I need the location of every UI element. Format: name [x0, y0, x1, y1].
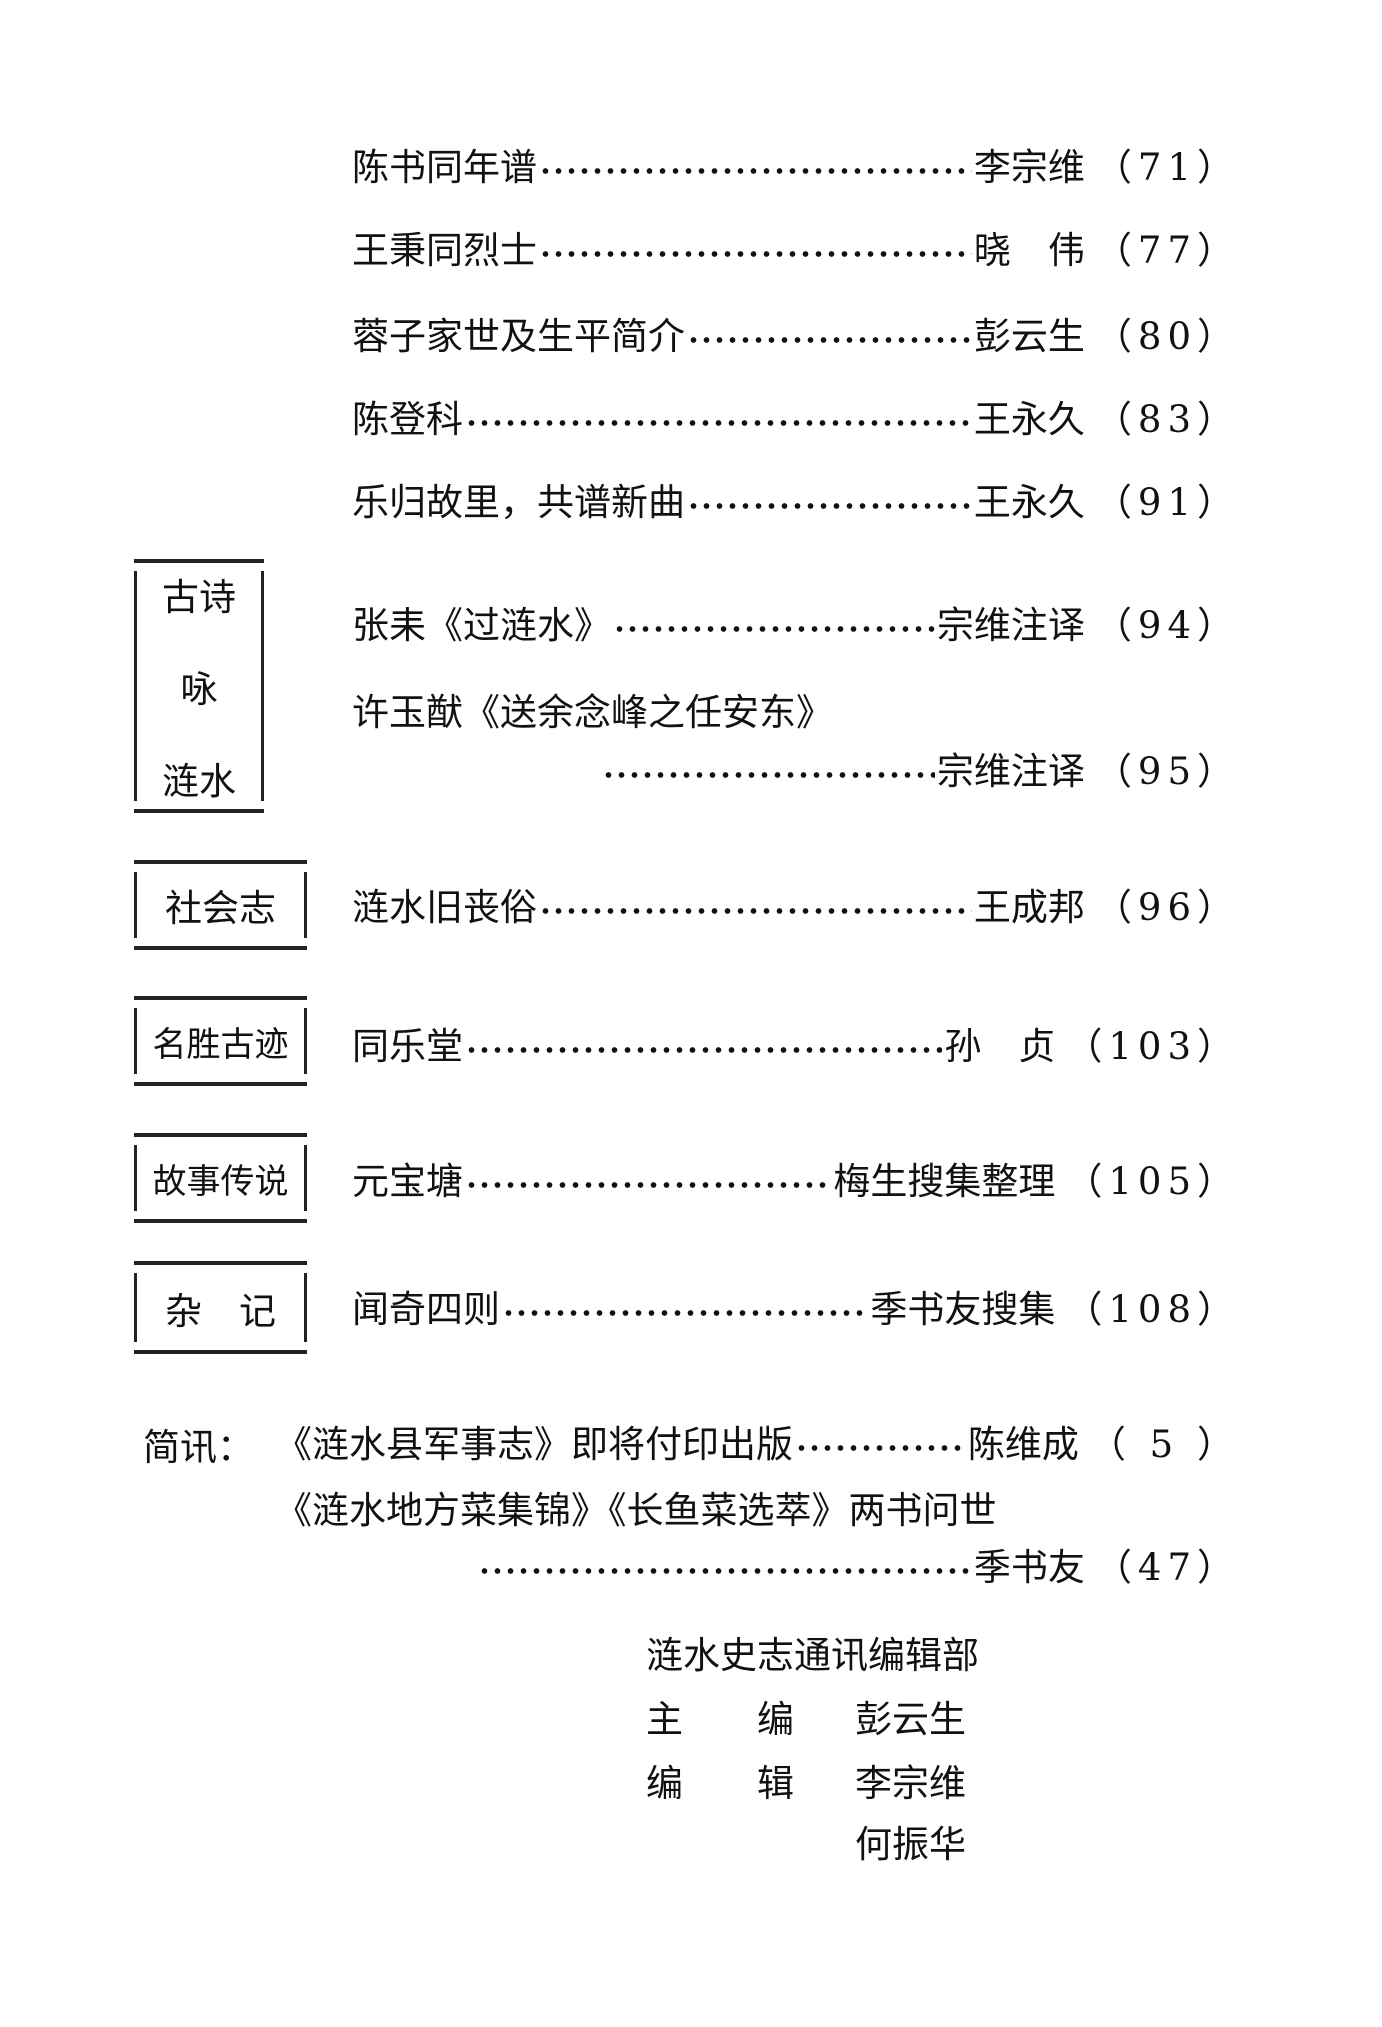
section-label-line: 古诗	[162, 576, 236, 619]
section-label-gushichuanshuo: 故事传说	[134, 1133, 307, 1223]
entry-author: 季书友	[973, 1546, 1085, 1589]
leader-dots	[602, 771, 935, 779]
section-label-mingsheng: 名胜古迹	[134, 996, 307, 1086]
entry-title: 《涟水地方菜集锦》《长鱼菜选萃》两书问世	[275, 1489, 997, 1532]
section-label-text: 杂 记	[165, 1289, 276, 1333]
entry-title: 《涟水县军事志》即将付印出版	[275, 1423, 793, 1466]
entry-page: （80）	[1094, 315, 1240, 358]
leader-dots	[478, 1567, 972, 1575]
entry-title: 张耒《过涟水》	[352, 604, 611, 647]
toc-entry: 乐归故里，共谱新曲 王永久（91）	[352, 475, 1240, 524]
leader-dots	[539, 907, 972, 915]
entry-title: 乐归故里，共谱新曲	[352, 481, 685, 524]
editors-label: 编 辑	[646, 1762, 794, 1805]
entry-title: 涟水旧丧俗	[352, 886, 537, 929]
toc-entry: 宗维注译（95）	[600, 744, 1240, 793]
toc-entry: 元宝塘 梅生搜集整理（105）	[352, 1154, 1240, 1203]
leader-dots	[795, 1444, 966, 1452]
leader-dots	[465, 1046, 943, 1054]
section-label-line: 涟水	[162, 760, 236, 803]
brief-entry: 《涟水县军事志》即将付印出版 陈维成（ 5 ）	[275, 1417, 1240, 1466]
entry-title: 王秉同烈士	[352, 229, 537, 272]
entry-author: 彭云生	[973, 315, 1085, 358]
entry-title: 陈书同年谱	[352, 146, 537, 189]
section-label-shehui: 社会志	[134, 860, 307, 950]
section-label-gushi: 古诗 咏 涟水	[134, 559, 264, 813]
brief-entry: 季书友（47）	[476, 1540, 1240, 1589]
leader-dots	[687, 336, 972, 344]
chief-editor-name: 彭云生	[855, 1698, 966, 1741]
leader-dots	[465, 419, 972, 427]
entry-title: 元宝塘	[352, 1160, 463, 1203]
briefs-label: 简讯：	[143, 1426, 254, 1469]
entry-author: 梅生搜集整理	[833, 1160, 1056, 1203]
leader-dots	[539, 167, 972, 175]
toc-entry: 张耒《过涟水》 宗维注译（94）	[352, 598, 1240, 647]
entry-page: （77）	[1094, 229, 1240, 272]
entry-title: 许玉猷《送余念峰之任安东》	[352, 691, 833, 734]
toc-entry: 陈书同年谱 李宗维（71）	[352, 140, 1240, 189]
entry-page: （ 5 ）	[1088, 1423, 1240, 1466]
section-label-text: 社会志	[165, 887, 276, 930]
entry-author: 李宗维	[973, 146, 1085, 189]
leader-dots	[687, 502, 972, 510]
entry-page: （95）	[1094, 750, 1240, 793]
entry-page: （108）	[1065, 1288, 1240, 1331]
leader-dots	[465, 1181, 832, 1189]
toc-entry: 王秉同烈士 晓 伟（77）	[352, 223, 1240, 272]
entry-page: （96）	[1094, 886, 1240, 929]
leader-dots	[539, 250, 972, 258]
toc-entry: 涟水旧丧俗 王成邦（96）	[352, 880, 1240, 929]
entry-page: （94）	[1094, 604, 1240, 647]
toc-entry: 陈登科 王永久（83）	[352, 392, 1240, 441]
entry-title: 同乐堂	[352, 1025, 463, 1068]
entry-page: （71）	[1094, 146, 1240, 189]
entry-page: （105）	[1065, 1160, 1240, 1203]
entry-author: 王永久	[973, 481, 1085, 524]
section-label-line: 咏	[180, 668, 218, 711]
entry-page: （83）	[1094, 398, 1240, 441]
entry-title: 闻奇四则	[352, 1288, 500, 1331]
entry-page: （91）	[1094, 481, 1240, 524]
section-label-text: 故事传说	[152, 1161, 289, 1202]
entry-author: 晓 伟	[973, 229, 1085, 272]
toc-entry: 蓉子家世及生平简介 彭云生（80）	[352, 309, 1240, 358]
entry-page: （47）	[1094, 1546, 1240, 1589]
editorial-department: 涟水史志通讯编辑部	[646, 1634, 979, 1677]
entry-author: 季书友搜集	[870, 1288, 1056, 1331]
entry-author: 孙 贞	[944, 1025, 1056, 1068]
section-label-zaji: 杂 记	[134, 1261, 307, 1354]
editor-name: 何振华	[855, 1823, 966, 1866]
editor-name: 李宗维	[855, 1762, 966, 1805]
entry-author: 宗维注译	[936, 750, 1085, 793]
entry-author: 陈维成	[967, 1423, 1079, 1466]
leader-dots	[502, 1309, 869, 1317]
entry-title: 蓉子家世及生平简介	[352, 315, 685, 358]
toc-entry: 闻奇四则 季书友搜集（108）	[352, 1282, 1240, 1331]
entry-author: 王永久	[973, 398, 1085, 441]
entry-title: 陈登科	[352, 398, 463, 441]
entry-author: 宗维注译	[936, 604, 1085, 647]
chief-editor-label: 主 编	[646, 1698, 794, 1741]
leader-dots	[613, 625, 935, 633]
section-label-text: 名胜古迹	[152, 1024, 289, 1065]
entry-author: 王成邦	[973, 886, 1085, 929]
entry-page: （103）	[1065, 1025, 1240, 1068]
toc-entry: 同乐堂 孙 贞（103）	[352, 1019, 1240, 1068]
